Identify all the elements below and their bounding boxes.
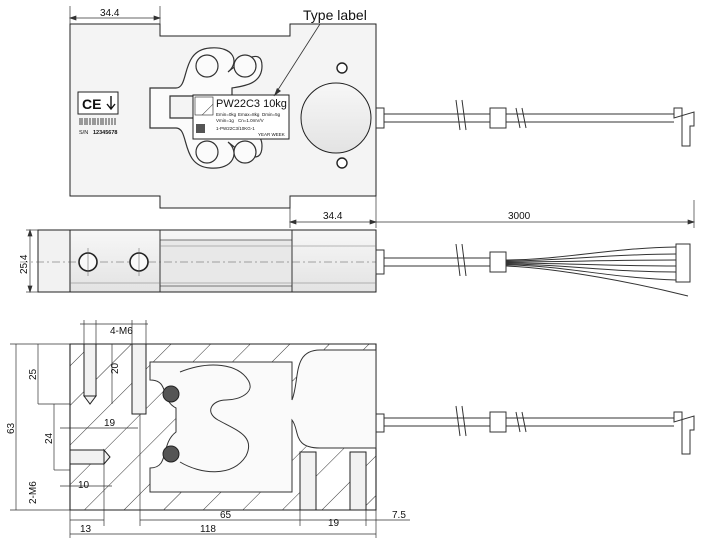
dim-h10: 10 — [78, 480, 90, 491]
type-label-plate: PW22C3 10kg Emin=0kg Emax=8kg Dmin=5g Vm… — [192, 94, 290, 140]
label-emax: Emax=8kg — [238, 112, 260, 117]
dim-top-left-value: 34.4 — [100, 8, 120, 19]
serial-value: 12345678 — [93, 130, 117, 136]
cable-side — [375, 243, 691, 297]
label-cn: Cn=1.0mV/V — [238, 118, 264, 123]
type-label-callout: Type label — [303, 7, 367, 23]
dimension-side-height — [26, 228, 38, 294]
cable-section — [376, 405, 695, 455]
section-flexure — [149, 349, 377, 493]
dim-top-right-value: 34.4 — [323, 211, 343, 222]
mount-hole-bottom — [336, 157, 348, 169]
dimension-top-left — [68, 6, 162, 24]
section-bolt-bottom — [162, 445, 180, 463]
label-vmin: Vmin=1g — [216, 118, 234, 123]
label-qr-code — [196, 124, 205, 133]
dim-thread-side: 2-M6 — [28, 481, 39, 504]
dim-v20: 20 — [110, 362, 121, 374]
dim-h118: 118 — [200, 524, 216, 535]
serial-barcode — [79, 118, 116, 125]
load-pad — [300, 82, 372, 154]
section-view: 4-M6 25 20 24 63 2-M6 19 10 13 118 65 19… — [6, 320, 695, 538]
dim-h19-right: 19 — [328, 518, 340, 529]
callout-leader — [273, 23, 321, 97]
dim-v24: 24 — [44, 432, 55, 444]
mount-hole-top — [336, 62, 348, 74]
top-view: PW22C3 10kg Emin=0kg Emax=8kg Dmin=5g Vm… — [68, 6, 696, 228]
dim-cable-length: 3000 — [508, 211, 531, 222]
section-bolt-top — [162, 385, 180, 403]
label-code: 1-PW22C3/10KG-1 — [216, 126, 255, 131]
label-dmin: Dmin=5g — [262, 112, 281, 117]
dim-h7-5: 7.5 — [392, 510, 406, 521]
ce-mark: CE — [82, 96, 101, 112]
label-model: PW22C3 10kg — [216, 98, 287, 110]
dim-h65: 65 — [220, 510, 232, 521]
dim-v63: 63 — [6, 422, 17, 434]
arrow-down-icon — [106, 96, 116, 111]
ce-label: CE S/N 12345678 — [77, 91, 119, 136]
section-dimension-lines — [10, 320, 410, 538]
dim-h19-left: 19 — [104, 418, 116, 429]
dim-v25: 25 — [28, 368, 39, 380]
dimension-top-right — [288, 196, 696, 228]
label-emin: Emin=0kg — [216, 112, 237, 117]
dim-h13: 13 — [80, 524, 92, 535]
label-footer: YEAR WEEK — [258, 132, 285, 137]
cable-top — [376, 99, 695, 147]
dim-side-height-value: 25.4 — [19, 254, 30, 274]
dim-thread-top: 4-M6 — [110, 326, 133, 337]
threaded-holes — [69, 343, 367, 511]
side-view: 25.4 — [19, 228, 691, 297]
serial-prefix: S/N — [79, 130, 88, 136]
